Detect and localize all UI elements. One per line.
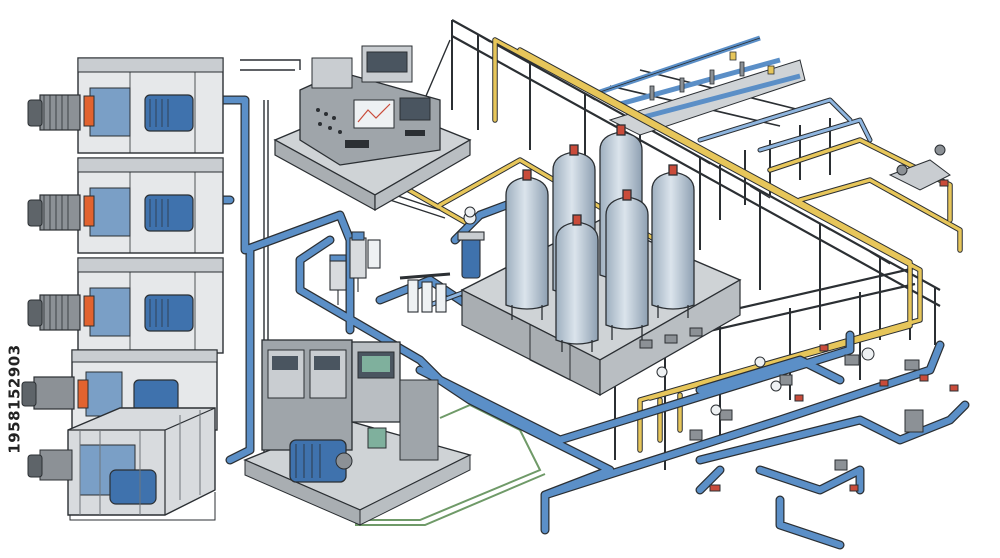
filter-station-right — [399, 211, 485, 313]
yellow-pipe-network — [397, 37, 963, 453]
stock-id-text: 1958152903 — [6, 344, 24, 454]
storage-tanks — [505, 124, 695, 352]
compressor-unit-1 — [27, 57, 224, 154]
compressor-unit-5 — [27, 407, 216, 521]
compressor-unit-3 — [27, 257, 224, 354]
upper-right-pipe-platform — [599, 35, 806, 136]
compressor-stack — [21, 57, 224, 521]
valves-and-gauges — [464, 144, 959, 492]
compressor-unit-2 — [27, 157, 224, 254]
storage-tank-4 — [505, 169, 549, 310]
storage-tank-6 — [605, 189, 649, 330]
bottom-control-console — [243, 339, 472, 526]
stock-id-watermark: 1958152903 — [4, 314, 26, 484]
top-control-console — [273, 45, 472, 212]
storage-tank-5 — [555, 214, 599, 345]
filter-station-left — [329, 231, 381, 305]
storage-tank-3 — [651, 164, 695, 310]
